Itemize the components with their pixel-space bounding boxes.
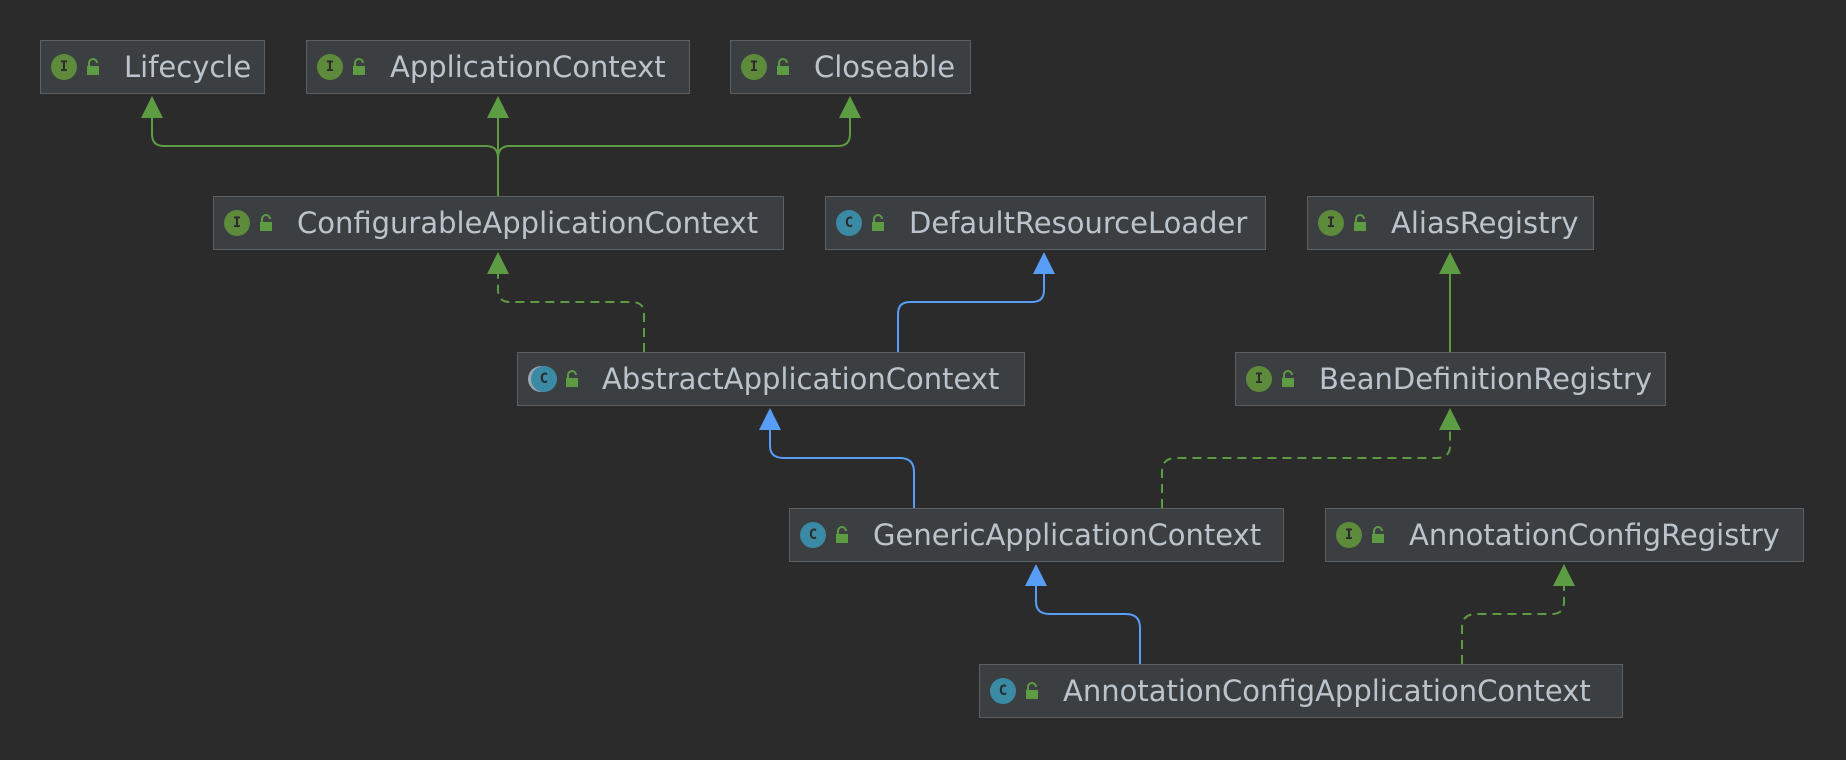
- node-default-resource-loader[interactable]: C DefaultResourceLoader: [825, 196, 1266, 250]
- unlocked-icon: [836, 526, 848, 543]
- arrowhead-generic: [1025, 564, 1047, 586]
- arrowhead-default-resource-loader: [1033, 252, 1055, 274]
- interface-icon: I: [1246, 366, 1272, 392]
- node-alias-registry[interactable]: I AliasRegistry: [1307, 196, 1594, 250]
- arrowhead-bean-definition-registry: [1439, 408, 1461, 430]
- arrowhead-application-context: [487, 96, 509, 118]
- edge-generic-to-bean-definition: [1161, 428, 1451, 508]
- edge-configurable-to-closeable: [497, 112, 851, 159]
- edge-generic-to-abstract: [769, 428, 915, 508]
- edge-abstract-to-default-resource-loader: [897, 270, 1045, 352]
- class-name: GenericApplicationContext: [873, 518, 1262, 552]
- interface-icon: I: [51, 54, 77, 80]
- unlocked-icon: [1372, 526, 1384, 543]
- class-name: AbstractApplicationContext: [602, 362, 1000, 396]
- unlocked-icon: [1354, 214, 1366, 231]
- interface-icon: I: [1318, 210, 1344, 236]
- arrowhead-alias-registry: [1439, 252, 1461, 274]
- interface-icon: I: [1336, 522, 1362, 548]
- class-name: Closeable: [814, 50, 956, 84]
- node-application-context[interactable]: I ApplicationContext: [306, 40, 690, 94]
- edge-annotation-ctx-to-generic: [1035, 584, 1141, 664]
- node-lifecycle[interactable]: I Lifecycle: [40, 40, 265, 94]
- interface-icon: I: [317, 54, 343, 80]
- node-abstract-application-context[interactable]: C AbstractApplicationContext: [517, 352, 1025, 406]
- unlocked-icon: [566, 370, 578, 387]
- class-name: AnnotationConfigRegistry: [1409, 518, 1780, 552]
- node-annotation-config-registry[interactable]: I AnnotationConfigRegistry: [1325, 508, 1804, 562]
- arrowhead-abstract: [759, 408, 781, 430]
- arrowhead-annotation-config-registry: [1553, 564, 1575, 586]
- class-name: ApplicationContext: [390, 50, 666, 84]
- class-icon: C: [800, 522, 826, 548]
- node-bean-definition-registry[interactable]: I BeanDefinitionRegistry: [1235, 352, 1666, 406]
- class-name: BeanDefinitionRegistry: [1319, 362, 1653, 396]
- class-icon: C: [990, 678, 1016, 704]
- class-name: AliasRegistry: [1391, 206, 1579, 240]
- edge-annotation-ctx-to-annotation-registry: [1461, 584, 1565, 664]
- abstract-class-icon: C: [531, 366, 557, 392]
- node-configurable-application-context[interactable]: I ConfigurableApplicationContext: [213, 196, 784, 250]
- unlocked-icon: [872, 214, 884, 231]
- edge-configurable-to-lifecycle: [151, 112, 499, 196]
- unlocked-icon: [777, 58, 789, 75]
- interface-icon: I: [741, 54, 767, 80]
- class-name: AnnotationConfigApplicationContext: [1063, 674, 1591, 708]
- class-name: Lifecycle: [124, 50, 252, 84]
- arrowhead-lifecycle: [141, 96, 163, 118]
- unlocked-icon: [260, 214, 272, 231]
- unlocked-icon: [1282, 370, 1294, 387]
- node-closeable[interactable]: I Closeable: [730, 40, 971, 94]
- unlocked-icon: [353, 58, 365, 75]
- node-generic-application-context[interactable]: C GenericApplicationContext: [789, 508, 1284, 562]
- arrowhead-closeable: [839, 96, 861, 118]
- class-name: DefaultResourceLoader: [909, 206, 1248, 240]
- edge-abstract-to-configurable: [497, 270, 645, 352]
- unlocked-icon: [1026, 682, 1038, 699]
- class-name: ConfigurableApplicationContext: [297, 206, 759, 240]
- class-icon: C: [836, 210, 862, 236]
- unlocked-icon: [87, 58, 99, 75]
- node-annotation-config-application-context[interactable]: C AnnotationConfigApplicationContext: [979, 664, 1623, 718]
- interface-icon: I: [224, 210, 250, 236]
- arrowhead-configurable: [487, 252, 509, 274]
